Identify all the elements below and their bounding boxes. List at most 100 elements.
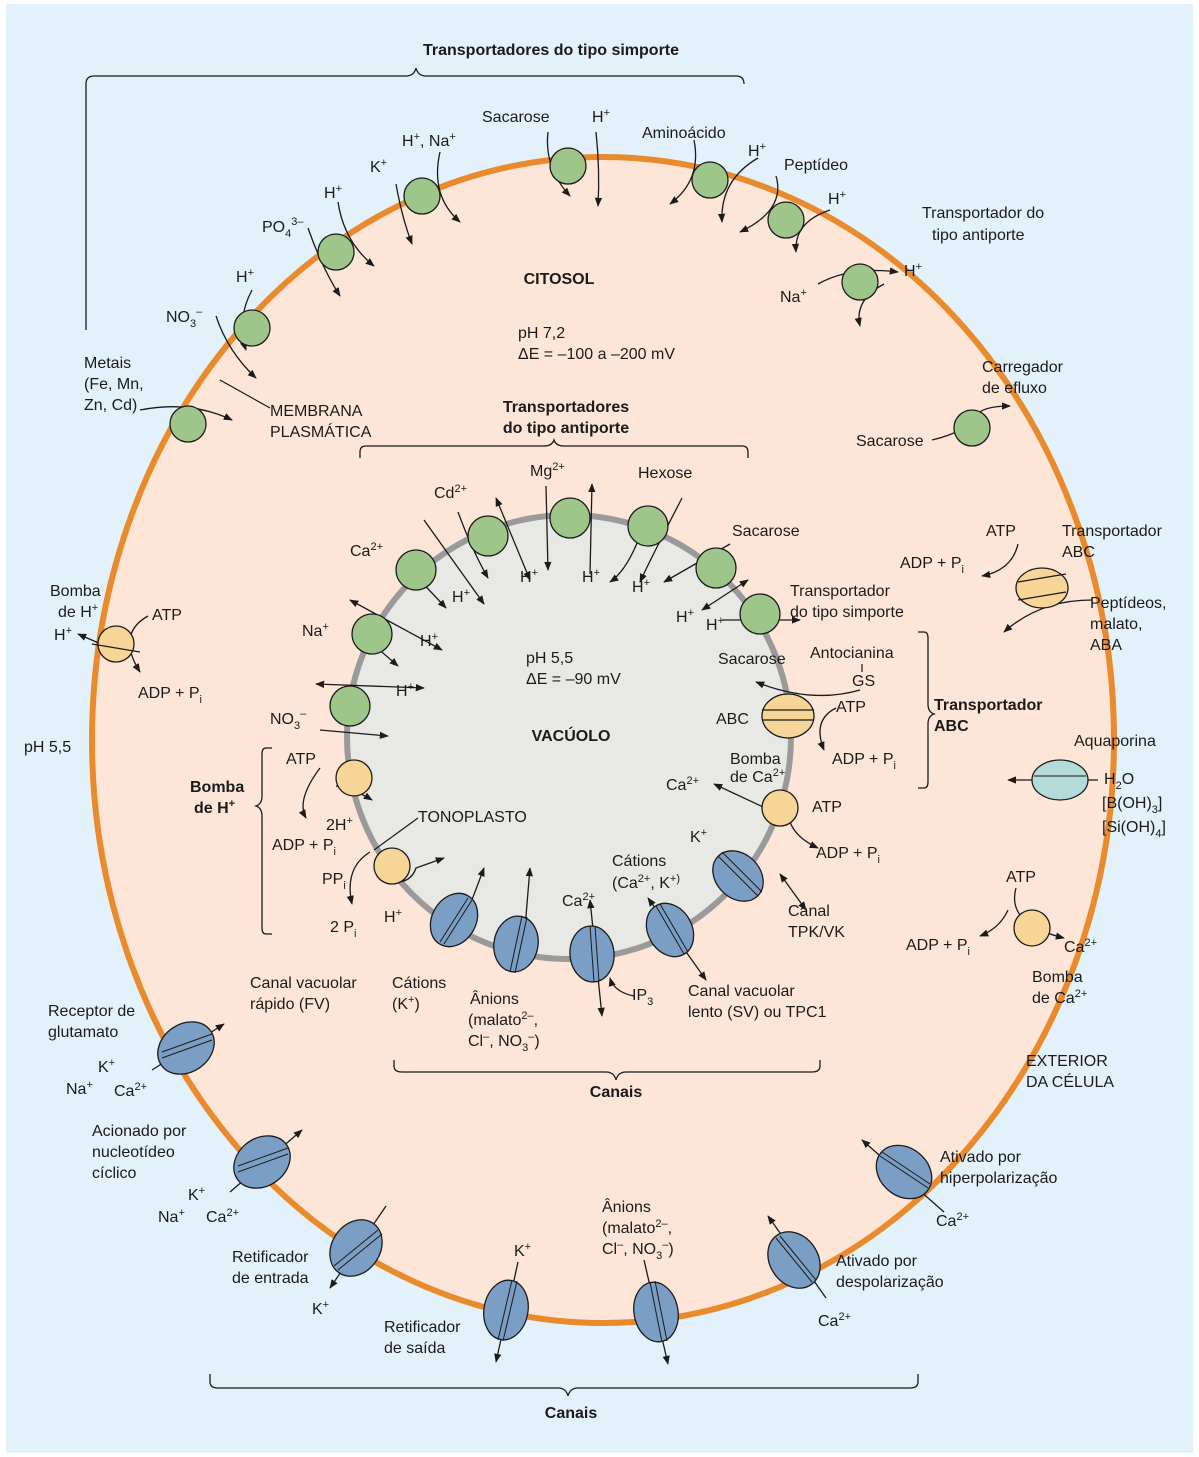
ca-antiporter (395, 549, 437, 591)
vac-anions-label: Ânions (470, 989, 519, 1008)
plasma-membrane-label-2: PLASMÁTICA (270, 422, 372, 441)
glutamate-label: Receptor de (48, 1003, 135, 1020)
vac-h-5: H+ (420, 631, 438, 650)
peptide-label: Peptídeo (784, 157, 848, 174)
vacuole-hpump-header-2: de H+ (194, 798, 235, 817)
cytosol-label: CITOSOL (524, 271, 595, 288)
bracket-vacuole-hpump (253, 747, 272, 935)
sv-label: Canal vacuolar (688, 983, 795, 1000)
aquaporin-label: Aquaporina (1074, 733, 1156, 750)
vac-h-3: H+ (632, 577, 650, 596)
metals-label-3: Zn, Cd) (84, 397, 137, 414)
vac-cations-label: Cátions (612, 853, 666, 870)
peptide-symporter (767, 201, 805, 239)
depol-label: Ativado por (836, 1253, 918, 1270)
bracket-vacuole-abc (918, 631, 937, 789)
pm-channels-header: Canais (545, 1405, 598, 1422)
vac-abc-adp: ADP + Pi (832, 751, 896, 772)
vac-symporter-label-2: do tipo simporte (790, 604, 904, 621)
nitrate-antiporter (329, 685, 371, 727)
pm-symporters (169, 147, 991, 447)
nitrate-symporter (233, 309, 271, 347)
cnuc-label-3: cíclico (92, 1165, 137, 1182)
glut-k: K+ (98, 1057, 115, 1076)
cnuc-label: Acionado por (92, 1123, 187, 1140)
tpk-label-2: TPK/VK (788, 924, 845, 941)
sv-ca: Ca2+ (562, 891, 595, 910)
vac-cations-label-2: (Ca2+, K+) (612, 873, 680, 892)
k-label-symport: K+ (370, 157, 387, 176)
pm-abc-substrates-3: ABA (1090, 637, 1122, 654)
vacuole-h-ppase (373, 847, 411, 885)
pm-anions-label: Ânions (602, 1197, 651, 1216)
vacuole-abc-header-2: ABC (934, 718, 969, 735)
vac-2h: 2H+ (326, 815, 353, 834)
efflux-label-2: de efluxo (982, 380, 1047, 397)
vac-h-atp: ATP (286, 751, 316, 768)
h-label-amino: H+ (748, 141, 766, 160)
vac-mg-label: Mg2+ (530, 461, 565, 480)
boric-acid-label: [B(OH)3] (1102, 795, 1162, 816)
bracket-vacuole-antiporters (359, 437, 749, 458)
tonoplast-label: TONOPLASTO (418, 809, 527, 826)
sucrose-antiporter (695, 547, 737, 589)
pm-h-pump (97, 625, 135, 663)
pm-abc-adp: ADP + Pi (900, 555, 964, 576)
bracket-vacuole-channels (393, 1060, 821, 1081)
metals-label-2: (Fe, Mn, (84, 376, 144, 393)
vac-ca-adp: ADP + Pi (816, 845, 880, 866)
na-antiporter (351, 613, 393, 655)
pm-abc-transporter (1015, 567, 1069, 609)
bracket-symporters (85, 67, 745, 330)
bracket-pm-channels (209, 1374, 919, 1397)
vac-hexose-label: Hexose (638, 465, 692, 482)
glut-na: Na+ (66, 1079, 93, 1098)
h-label-sucrose: H+ (592, 107, 610, 126)
inrect-label-2: de entrada (232, 1270, 309, 1287)
vac-abc-atp: ATP (836, 699, 866, 716)
inrect-label: Retificador (232, 1249, 309, 1266)
fv-cations-label-2: (K+) (392, 994, 420, 1013)
glut-ca: Ca2+ (114, 1081, 147, 1100)
vac-h-2: H+ (582, 567, 600, 586)
vacuole-abc-transporter (761, 693, 815, 739)
water-label: H2O (1104, 771, 1134, 792)
pm-ca-pump-label: Bomba (1032, 969, 1083, 986)
outside-ph: pH 5,5 (24, 739, 71, 756)
outrect-k: K+ (514, 1241, 531, 1260)
phosphate-label: PO43– (262, 216, 304, 240)
cnuc-ca: Ca2+ (206, 1207, 239, 1226)
gs-label: GS (852, 673, 875, 690)
pm-abc-atp: ATP (986, 523, 1016, 540)
ip3-label: IP3 (632, 987, 653, 1008)
cnuc-label-2: nucleotídeo (92, 1144, 175, 1161)
vacuole-channels-header: Canais (590, 1084, 643, 1101)
inrect-k: K+ (312, 1299, 329, 1318)
pm-abc-substrates: Peptídeos, (1090, 595, 1167, 612)
outrect-label: Retificador (384, 1319, 461, 1336)
sucrose-label: Sacarose (482, 109, 550, 126)
vacuole-transporters (329, 497, 781, 727)
vac-ca-pump-label-2: de Ca2+ (730, 767, 785, 786)
vac-ppi: PPi (322, 871, 346, 892)
h-label-nitrate: H+ (236, 267, 254, 286)
exterior-label: EXTERIOR (1026, 1053, 1108, 1070)
metal-symporter (169, 405, 207, 443)
efflux-sucrose-label: Sacarose (856, 433, 924, 450)
vac-h-8: H+ (706, 615, 724, 634)
vacuole-label: VACÚOLO (532, 726, 611, 745)
efflux-carrier (953, 409, 991, 447)
na-label-antiport: Na+ (780, 287, 807, 306)
tpk-k: K+ (690, 827, 707, 846)
cytosol-potential: ΔE = –100 a –200 mV (518, 346, 675, 363)
vac-ca-atp: ATP (812, 799, 842, 816)
vac-no3-label: NO3– (270, 708, 307, 732)
vacuole-potential: ΔE = –90 mV (526, 671, 621, 688)
vacuole-symporter (739, 593, 781, 635)
pm-antiporter-label: Transportador do (922, 205, 1044, 222)
vac-2pi: 2 Pi (330, 919, 356, 940)
pm-h-pump-label: Bomba (50, 583, 101, 600)
mg-antiporter (549, 497, 591, 539)
cnuc-na: Na+ (158, 1207, 185, 1226)
vac-ppase-h: H+ (384, 907, 402, 926)
